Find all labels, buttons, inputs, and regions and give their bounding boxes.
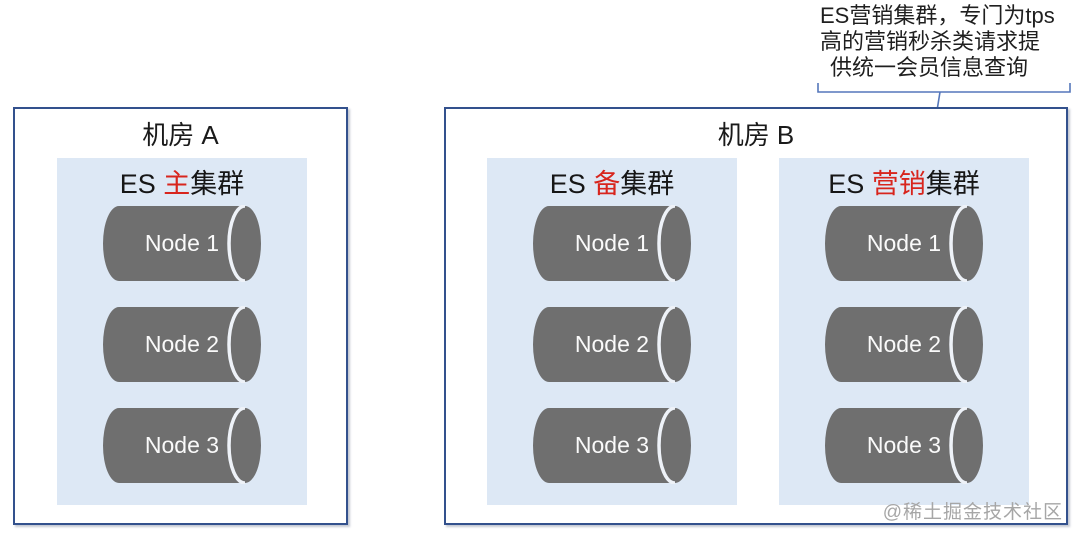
- node-label: Node 3: [866, 432, 942, 458]
- cylinder-shape: [103, 407, 261, 484]
- cluster-es-marketing: ES 营销集群 Node 1 Node 2: [779, 158, 1029, 505]
- callout-text-line-2: 高的营销秒杀类请求提: [820, 29, 1041, 54]
- watermark: @稀土掘金技术社区: [882, 502, 1063, 523]
- cluster-title-highlight: 主: [163, 169, 191, 199]
- room-b-title: 机房 B: [717, 120, 795, 150]
- cylinder-shape: [825, 407, 983, 484]
- node-cylinder: Node 1: [825, 205, 983, 282]
- node-cylinder: Node 1: [103, 205, 261, 282]
- cluster-title-suffix: 集群: [925, 169, 980, 199]
- cylinder-shape: [103, 306, 261, 383]
- room-b-box: 机房 B ES 备集群 Node 1 Node 2: [444, 107, 1068, 525]
- cylinder-shape: [533, 306, 691, 383]
- node-cylinder: Node 2: [103, 306, 261, 383]
- cluster-title-prefix: ES: [549, 169, 594, 199]
- cylinder-shape: [533, 407, 691, 484]
- cluster-title-prefix: ES: [828, 169, 872, 199]
- cluster-title-highlight: 备: [593, 169, 621, 199]
- node-cylinder: Node 1: [533, 205, 691, 282]
- node-cylinder: Node 3: [825, 407, 983, 484]
- node-label: Node 1: [574, 230, 650, 256]
- node-label: Node 3: [144, 432, 220, 458]
- cylinder-shape: [825, 205, 983, 282]
- node-label: Node 1: [866, 230, 942, 256]
- cluster-es-backup: ES 备集群 Node 1 Node 2: [487, 158, 737, 505]
- cluster-title-prefix: ES: [119, 169, 164, 199]
- cluster-es-primary: ES 主集群 Node 1 Node 2: [57, 158, 307, 505]
- cluster-title-highlight: 营销: [871, 169, 926, 199]
- callout-note: ES营销集群，专门为tps 高的营销秒杀类请求提 供统一会员信息查询: [820, 3, 1076, 81]
- node-cylinder: Node 2: [825, 306, 983, 383]
- node-cylinder: Node 2: [533, 306, 691, 383]
- cluster-es-backup-title: ES 备集群: [487, 162, 737, 201]
- cylinder-shape: [533, 205, 691, 282]
- node-label: Node 2: [866, 331, 942, 357]
- callout-text-line-3: 供统一会员信息查询: [830, 55, 1029, 80]
- cluster-es-primary-title: ES 主集群: [57, 162, 307, 201]
- room-a-title: 机房 A: [142, 120, 219, 150]
- node-label: Node 3: [574, 432, 650, 458]
- cluster-es-marketing-title: ES 营销集群: [779, 162, 1029, 201]
- cluster-title-suffix: 集群: [190, 169, 245, 199]
- node-label: Node 2: [144, 331, 220, 357]
- callout-text-line-1: ES营销集群，专门为tps: [820, 3, 1055, 28]
- room-a-box: 机房 A ES 主集群 Node 1 Node 2: [13, 107, 348, 525]
- node-label: Node 2: [574, 331, 650, 357]
- node-cylinder: Node 3: [103, 407, 261, 484]
- node-label: Node 1: [144, 230, 220, 256]
- cylinder-shape: [103, 205, 261, 282]
- node-cylinder: Node 3: [533, 407, 691, 484]
- cluster-title-suffix: 集群: [620, 169, 675, 199]
- cylinder-shape: [825, 306, 983, 383]
